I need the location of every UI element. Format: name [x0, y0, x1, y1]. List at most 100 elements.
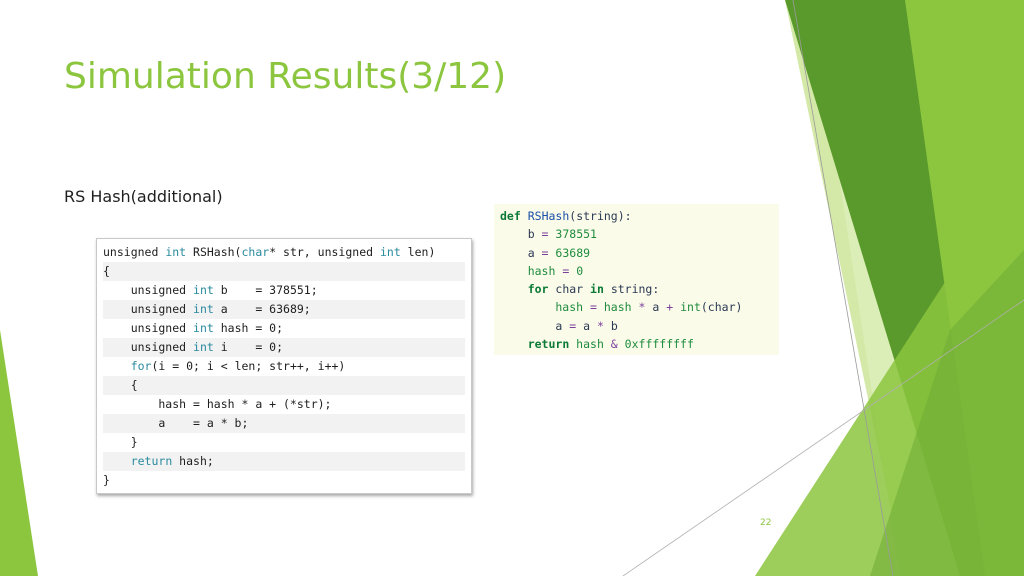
code-token: 378551: [555, 227, 597, 242]
code-token: unsigned: [103, 302, 194, 316]
code-token: a: [576, 318, 597, 333]
code-token: [500, 337, 528, 351]
code-token: a: [500, 318, 570, 333]
code-line: {: [103, 262, 465, 281]
code-token: [103, 359, 131, 373]
code-token: int: [680, 300, 701, 315]
c-code-block: unsigned int RSHash(char* str, unsigned …: [103, 243, 465, 490]
code-token: =: [590, 300, 597, 315]
code-token: (i = 0; i < len; str++, i++): [151, 359, 346, 373]
code-token: 0xffffffff: [624, 337, 694, 352]
code-token: for: [527, 282, 549, 297]
code-token: (string):: [569, 209, 632, 223]
code-line: }: [103, 471, 465, 490]
code-token: * str, unsigned: [269, 245, 380, 259]
code-token: string:: [603, 282, 660, 297]
decor-line-1: [792, 0, 894, 576]
code-token: *: [638, 300, 646, 315]
code-line: }: [103, 433, 465, 452]
code-token: hash: [596, 300, 639, 315]
code-token: }: [103, 435, 138, 449]
left-accent-shape: [0, 330, 38, 576]
code-token: =: [562, 263, 570, 278]
code-line: a = a * b;: [103, 414, 465, 433]
code-token: hash: [500, 300, 591, 315]
code-token: a = a * b;: [103, 416, 249, 430]
code-line: return hash & 0xffffffff: [500, 335, 742, 353]
code-token: int: [193, 340, 214, 354]
code-token: unsigned: [103, 321, 194, 335]
code-token: return: [527, 337, 570, 352]
code-token: b: [500, 227, 542, 242]
code-token: b: [603, 318, 618, 333]
code-token: =: [569, 318, 577, 333]
code-token: 63689: [555, 245, 591, 260]
python-code-panel: def RSHash(string): b = 378551 a = 63689…: [494, 204, 779, 355]
code-token: (char): [700, 300, 743, 315]
code-line: unsigned int b = 378551;: [103, 281, 465, 300]
code-token: [618, 337, 625, 351]
code-token: =: [541, 245, 549, 260]
code-token: a: [500, 245, 542, 260]
code-line: b = 378551: [500, 225, 742, 243]
slide-subtitle: RS Hash(additional): [64, 187, 223, 206]
page-number: 22: [760, 518, 772, 528]
code-line: hash = hash * a + int(char): [500, 298, 742, 316]
code-token: for: [130, 359, 152, 373]
code-token: RSHash(: [186, 245, 242, 259]
code-token: a: [645, 300, 667, 315]
code-token: int: [379, 245, 401, 259]
code-line: a = a * b: [500, 317, 742, 335]
c-code-panel: unsigned int RSHash(char* str, unsigned …: [96, 238, 472, 494]
code-token: return: [130, 454, 173, 468]
code-token: unsigned: [103, 283, 194, 297]
code-line: return hash;: [103, 452, 465, 471]
code-token: hash: [569, 337, 611, 352]
code-token: 0: [576, 263, 584, 278]
page-title: Simulation Results(3/12): [64, 56, 507, 97]
code-token: len): [400, 245, 436, 259]
code-token: hash = 0;: [213, 321, 284, 335]
code-token: char: [548, 282, 591, 297]
code-token: a = 63689;: [213, 302, 311, 316]
code-token: int: [193, 321, 214, 335]
code-line: {: [103, 376, 465, 395]
code-line: unsigned int RSHash(char* str, unsigned …: [103, 243, 465, 262]
code-line: unsigned int a = 63689;: [103, 300, 465, 319]
code-line: for char in string:: [500, 280, 742, 298]
code-token: [103, 454, 131, 468]
code-token: b = 378551;: [213, 283, 318, 297]
code-token: &: [610, 337, 618, 352]
code-line: unsigned int i = 0;: [103, 338, 465, 357]
code-token: int: [193, 302, 214, 316]
code-line: hash = 0: [500, 262, 742, 280]
code-token: hash;: [172, 454, 214, 468]
code-token: i = 0;: [213, 340, 284, 354]
code-token: =: [541, 227, 549, 242]
code-token: [500, 282, 528, 296]
code-token: unsigned: [103, 340, 194, 354]
right-accent-shape-overlay: [870, 250, 1024, 576]
code-token: {: [103, 378, 138, 392]
code-token: [521, 209, 528, 223]
code-token: +: [666, 300, 674, 315]
code-token: }: [103, 473, 110, 487]
code-token: int: [193, 283, 214, 297]
code-line: def RSHash(string):: [500, 207, 742, 225]
code-token: *: [596, 318, 604, 333]
python-code-block: def RSHash(string): b = 378551 a = 63689…: [500, 207, 742, 353]
code-line: unsigned int hash = 0;: [103, 319, 465, 338]
code-token: hash = hash * a + (*str);: [103, 397, 332, 411]
code-line: for(i = 0; i < len; str++, i++): [103, 357, 465, 376]
code-token: RSHash: [527, 209, 570, 223]
code-token: unsigned: [103, 245, 166, 259]
code-token: char: [241, 245, 270, 259]
decor-line-2: [622, 299, 1024, 576]
code-line: a = 63689: [500, 244, 742, 262]
code-token: def: [500, 209, 521, 223]
code-token: int: [165, 245, 187, 259]
code-token: hash: [500, 263, 563, 278]
code-token: in: [590, 282, 604, 297]
